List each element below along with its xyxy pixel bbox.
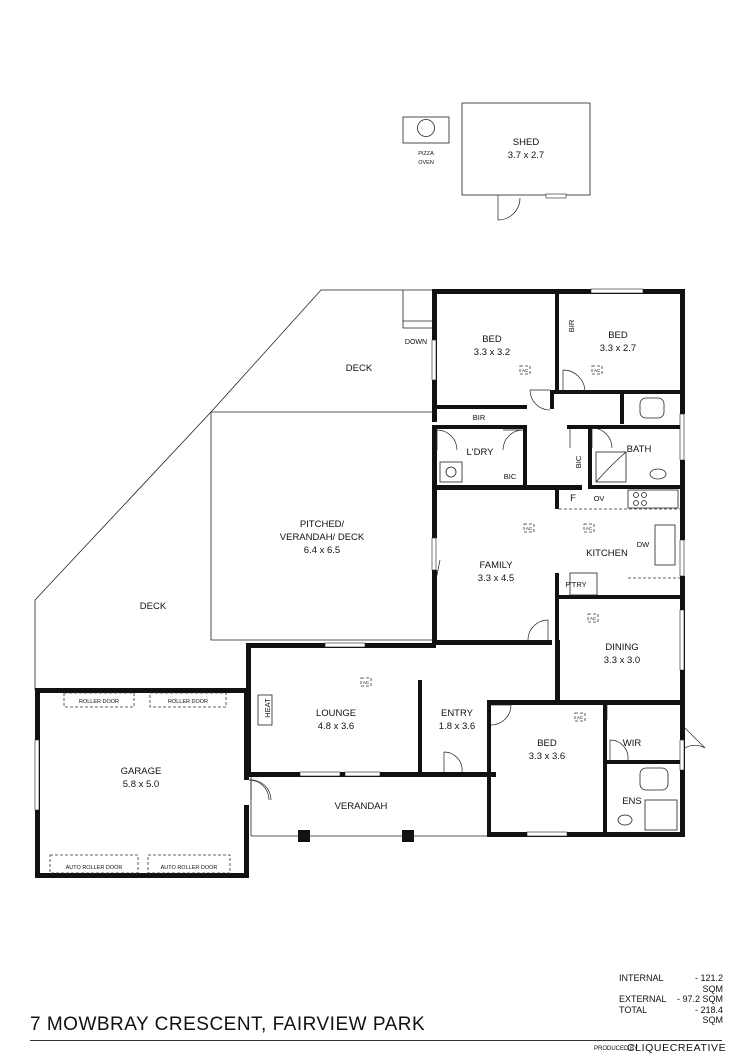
auto-roller-door-2-label: AUTO ROLLER DOOR	[161, 865, 218, 871]
shed: SHED 3.7 x 2.7	[461, 102, 591, 221]
bath-bic-label: BIC	[574, 455, 583, 468]
door-swings	[250, 369, 706, 801]
ac-label-6: AC	[363, 680, 370, 685]
pizza-oven-label-1: PIZZA	[418, 151, 434, 157]
area-label: INTERNAL	[619, 973, 664, 983]
shed-name: SHED	[513, 137, 540, 148]
lounge-dims: 4.8 x 3.6	[318, 721, 354, 732]
ac-label-7: AC	[577, 715, 584, 720]
bed1-dims: 3.3 x 3.2	[474, 347, 510, 358]
oven-label: OV	[594, 494, 605, 503]
family-name: FAMILY	[479, 560, 513, 571]
heat-label: HEAT	[263, 698, 272, 718]
laundry-bic-label: BIC	[504, 472, 517, 481]
fridge-label: F	[570, 493, 576, 504]
down-label: DOWN	[405, 339, 427, 346]
deck-outlines	[34, 289, 433, 690]
area-row-total: TOTAL - 218.4 SQM	[619, 1005, 723, 1026]
ac-label-2: AC	[594, 368, 601, 373]
ac-label-3: AC	[526, 526, 533, 531]
ac-label-1: AC	[522, 368, 529, 373]
area-label: TOTAL	[619, 1004, 648, 1015]
bed2-name: BED	[608, 330, 628, 341]
ac-label-5: AC	[590, 616, 597, 621]
windows	[299, 288, 685, 837]
area-row-external: EXTERNAL - 97.2 SQM	[619, 994, 723, 1005]
area-row-internal: INTERNAL - 121.2 SQM	[619, 973, 723, 994]
family-dims: 3.3 x 4.5	[478, 573, 514, 584]
footer-divider	[30, 1040, 722, 1041]
bed1-name: BED	[482, 334, 502, 345]
dining-name: DINING	[605, 642, 638, 653]
area-value: - 97.2 SQM	[677, 994, 724, 1004]
deck-upper-label: DECK	[346, 363, 373, 374]
property-address: 7 MOWBRAY CRESCENT, FAIRVIEW PARK	[30, 1014, 426, 1035]
lounge-name: LOUNGE	[316, 708, 356, 719]
house-walls	[246, 289, 685, 842]
ac-markers: AC AC AC AC AC AC AC	[360, 365, 603, 722]
entry-dims: 1.8 x 3.6	[439, 721, 475, 732]
pitched-label-2: VERANDAH/ DECK	[280, 532, 365, 543]
area-label: EXTERNAL	[619, 994, 667, 1004]
garage-name: GARAGE	[121, 766, 162, 777]
area-value: - 121.2 SQM	[694, 973, 723, 994]
produced-by-label: PRODUCED BY	[594, 1046, 639, 1052]
pantry-label: P'TRY	[565, 580, 586, 589]
pizza-oven-label-2: OVEN	[418, 160, 434, 166]
garage	[34, 688, 270, 878]
kitchen-label: KITCHEN	[586, 548, 628, 559]
verandah-label: VERANDAH	[335, 801, 388, 812]
pitched-label-1: PITCHED/	[300, 519, 345, 530]
bed3-name: BED	[537, 738, 557, 749]
pitched-dims: 6.4 x 6.5	[304, 545, 340, 556]
ens-label: ENS	[622, 796, 642, 807]
fixtures	[257, 397, 680, 831]
garage-dims: 5.8 x 5.0	[123, 779, 159, 790]
entry-name: ENTRY	[441, 708, 474, 719]
area-summary: INTERNAL - 121.2 SQM EXTERNAL - 97.2 SQM…	[619, 973, 723, 1026]
roller-door-2-label: ROLLER DOOR	[168, 699, 208, 705]
ac-label-4: AC	[586, 526, 593, 531]
bed3-dims: 3.3 x 3.6	[529, 751, 565, 762]
bir-vertical-label: BIR	[567, 319, 576, 332]
brand-logo: CLIQUECREATIVE	[627, 1042, 727, 1054]
deck-lower-label: DECK	[140, 601, 167, 612]
area-value: - 218.4 SQM	[694, 1004, 723, 1026]
bed2-dims: 3.3 x 2.7	[600, 343, 636, 354]
dishwasher-label: DW	[637, 540, 650, 549]
pizza-oven: PIZZA OVEN	[402, 116, 450, 166]
roller-door-1-label: ROLLER DOOR	[79, 699, 119, 705]
laundry-label: L'DRY	[467, 447, 495, 458]
shed-dims: 3.7 x 2.7	[508, 150, 544, 161]
bath-label: BATH	[627, 444, 652, 455]
auto-roller-door-1-label: AUTO ROLLER DOOR	[66, 865, 123, 871]
dining-dims: 3.3 x 3.0	[604, 655, 640, 666]
bir-horizontal-label: BIR	[473, 413, 486, 422]
wir-label: WIR	[623, 738, 642, 749]
